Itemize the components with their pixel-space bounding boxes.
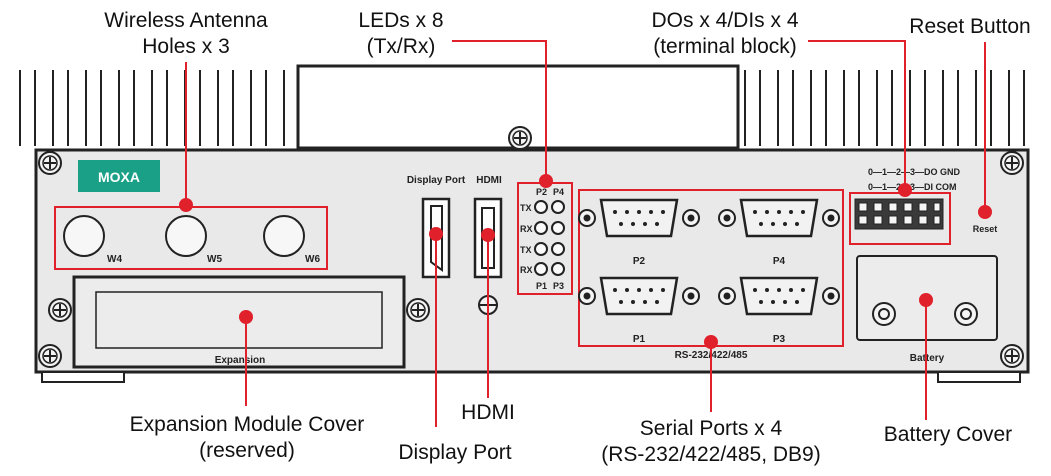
led-label-p4: P4 [553, 187, 564, 197]
display-port-slot [430, 205, 443, 272]
dio-callout: DOs x 4/DIs x 4 (terminal block) [630, 8, 820, 60]
battery-panel-label: Battery [910, 353, 945, 364]
wireless-antenna-callout: Wireless Antenna Holes x 3 [86, 8, 286, 60]
led-label-tx: TX [520, 245, 532, 255]
serial-port-label-p1: P1 [633, 334, 646, 345]
serial-ports-callout: Serial Ports x 4 (RS-232/422/485, DB9) [586, 416, 836, 468]
led-label-tx: TX [520, 203, 532, 213]
wireless-antenna-callout-line1: Wireless Antenna [104, 9, 268, 32]
hdmi-slot [481, 207, 495, 269]
top-screw [508, 126, 532, 150]
reset-panel-label: Reset [973, 224, 998, 234]
callout-dots [179, 174, 992, 349]
leds-callout-line1: LEDs x 8 [358, 9, 444, 32]
expansion-inner [95, 291, 383, 349]
led-label-p1: P1 [536, 281, 547, 291]
battery-screw-left [872, 302, 896, 326]
hdmi-callout: HDMI [461, 401, 515, 424]
dio-terminal-pins [858, 202, 941, 225]
antenna-label-w5: W5 [207, 254, 222, 265]
base-foot-left [41, 371, 125, 383]
antenna-hole-w4 [63, 215, 105, 257]
serial-port-label-p4: P4 [773, 256, 786, 267]
antenna-hole-w5 [165, 215, 207, 257]
moxa-logo [78, 160, 160, 192]
serial-ports-callout-line1: Serial Ports x 4 [639, 417, 783, 440]
antenna-label-w6: W6 [305, 254, 320, 265]
battery-screw-right [954, 302, 978, 326]
led-label-rx: RX [520, 224, 533, 234]
expansion-label: Expansion [215, 355, 266, 366]
corner-screw [1000, 344, 1024, 368]
expansion-cover-callout: Expansion Module Cover (reserved) [112, 412, 382, 464]
serial-port-label-p3: P3 [773, 334, 786, 345]
led-label-p2: P2 [536, 187, 547, 197]
antenna-hole-w6 [263, 215, 305, 257]
battery-cover-callout: Battery Cover [883, 423, 1013, 446]
antenna-label-w4: W4 [107, 254, 122, 265]
leds-callout: LEDs x 8 (Tx/Rx) [346, 8, 456, 60]
corner-screw [38, 344, 62, 368]
base-foot-right [937, 371, 1021, 383]
dio-callout-line1: DOs x 4/DIs x 4 [651, 9, 799, 32]
corner-screw [1000, 151, 1024, 175]
display-port-panel-label: Display Port [407, 175, 466, 186]
leds-callout-line2: (Tx/Rx) [366, 35, 436, 58]
hdmi-panel-label: HDMI [476, 175, 502, 186]
expansion-screw [48, 298, 72, 322]
serial-ports-callout-line2: (RS-232/422/485, DB9) [601, 443, 821, 466]
display-port-callout: Display Port [398, 441, 512, 464]
dio-callout-line2: (terminal block) [653, 35, 797, 58]
serial-port-label-p2: P2 [633, 256, 646, 267]
led-label-p3: P3 [553, 281, 564, 291]
led-label-rx: RX [520, 265, 533, 275]
expansion-cover-callout-line2: (reserved) [199, 439, 295, 462]
battery-screw-left-inner [878, 308, 890, 320]
corner-screw [38, 151, 62, 175]
dio-top-label: 0—1—2—3—DO GND [868, 167, 961, 177]
expansion-cover-callout-line1: Expansion Module Cover [129, 413, 365, 436]
battery-screw-right-inner [960, 308, 972, 320]
dio-bottom-label: 0—1—2—3—DI COM [868, 182, 957, 192]
callout-leader-lines [185, 40, 986, 427]
heatsink-fins [18, 70, 1030, 146]
wireless-antenna-callout-line2: Holes x 3 [142, 35, 230, 58]
expansion-screw [406, 298, 430, 322]
moxa-logo-text: MOXA [98, 169, 140, 185]
dio-terminal-block [854, 198, 944, 230]
reset-button-callout: Reset Button [909, 15, 1031, 38]
expansion-cover [72, 275, 406, 369]
led-indicator [534, 200, 565, 276]
